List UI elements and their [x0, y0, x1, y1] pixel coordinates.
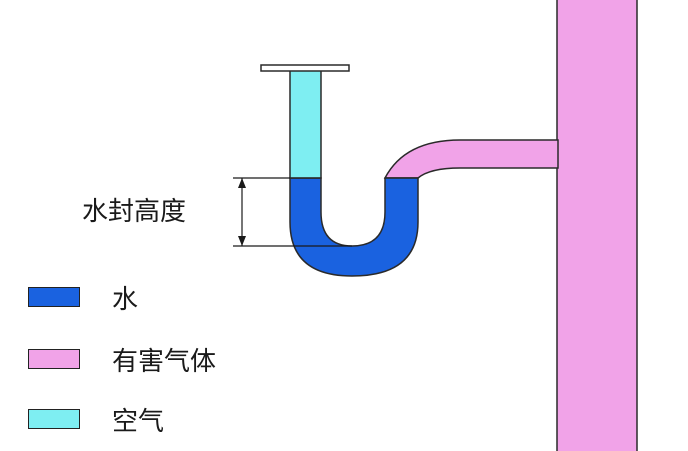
inlet-air-column	[289, 69, 322, 179]
dimension-arrow-up	[238, 178, 246, 188]
drain-flange	[260, 64, 350, 72]
legend-label-air: 空气	[112, 407, 165, 437]
legend-label-water: 水	[112, 285, 139, 315]
legend-swatch-harmful-gas	[28, 349, 80, 369]
legend-swatch-water	[28, 287, 80, 307]
u-trap-water	[289, 177, 419, 277]
main-vertical-pipe	[556, 0, 638, 451]
dimension-arrow-down	[238, 236, 246, 246]
legend-label-harmful-gas: 有害气体	[112, 347, 217, 377]
legend-swatch-air	[28, 409, 80, 429]
water-seal-height-label: 水封高度	[82, 197, 186, 227]
